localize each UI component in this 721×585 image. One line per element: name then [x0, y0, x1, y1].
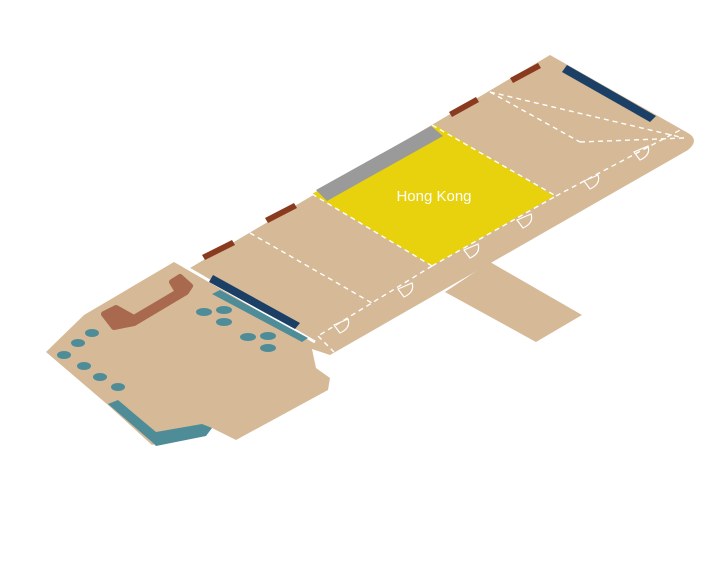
bar-counter: [101, 274, 193, 330]
wall-strip-navy-left: [209, 275, 300, 329]
room-dividers: [249, 91, 685, 353]
banquette: [212, 290, 308, 342]
lounge-furniture: [57, 290, 308, 446]
corridor-stub: [445, 262, 582, 342]
wall-strip-navy-right: [562, 65, 656, 122]
window-bench: [108, 400, 212, 446]
door-icons: [333, 145, 650, 334]
wall-strip-gray: [316, 126, 443, 201]
wall-accents-brown: [202, 63, 541, 260]
room-label-hong-kong: Hong Kong: [396, 188, 471, 205]
